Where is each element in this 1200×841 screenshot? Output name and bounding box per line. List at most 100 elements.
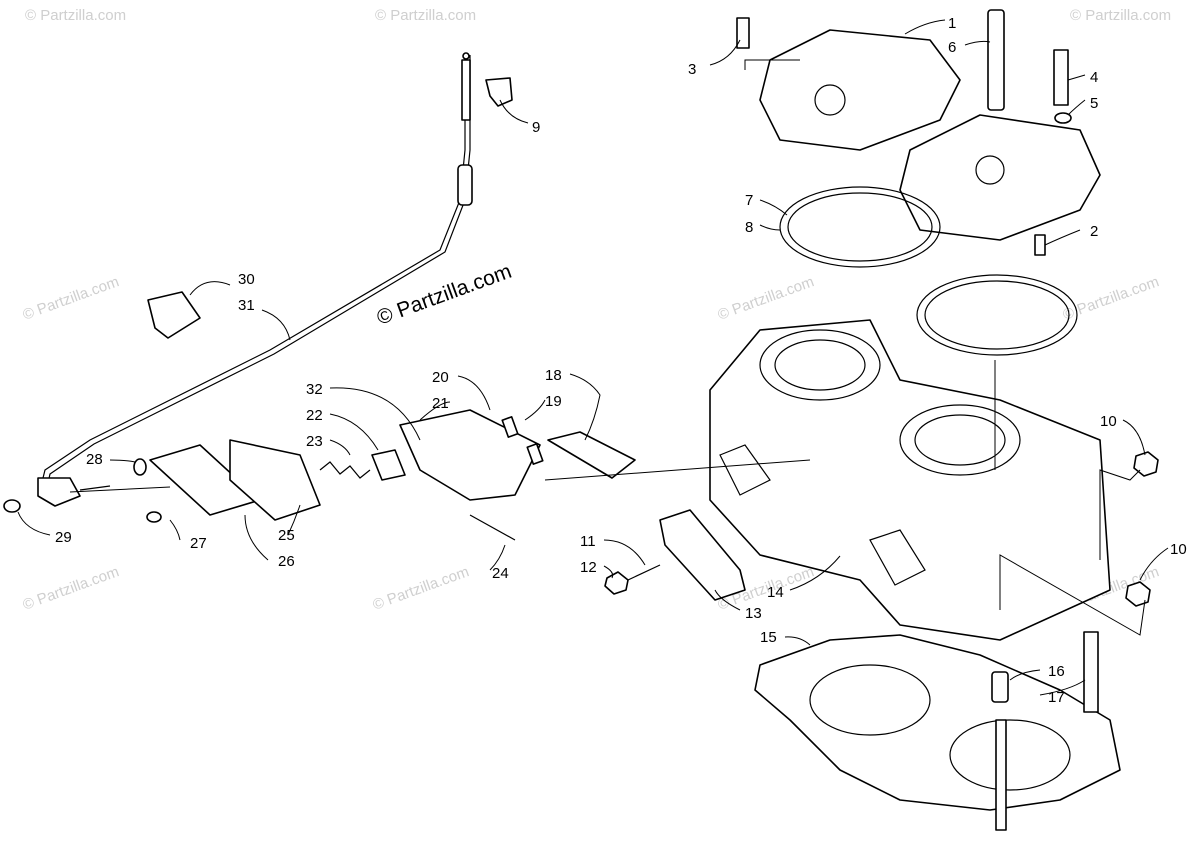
dowel-pin-icon [1034,234,1046,256]
callout-9: 9 [532,119,540,136]
callout-1: 1 [948,15,956,32]
callout-6: 6 [948,39,956,56]
flange-nut-icon [604,571,629,595]
watermark-text: © Partzilla.com [371,563,472,614]
callout-28: 28 [86,451,103,468]
washer-icon [1054,112,1072,124]
cylinder-head-icon [899,114,1101,241]
screw-shaft [79,485,111,491]
cylinder-head-icon [759,29,961,151]
callout-12: 12 [580,559,597,576]
callout-13: 13 [745,605,762,622]
callout-30: 30 [238,271,255,288]
long-bolt-icon [469,514,516,541]
cylinder-bore-inner [914,414,1006,466]
head-gaskets [779,186,1078,356]
valve-housing-group [146,439,321,523]
block-fasteners [604,451,1159,607]
watermark-text: © Partzilla.com [21,273,122,324]
washer-icon [133,458,147,476]
callout-5: 5 [1090,95,1098,112]
nut-icon [1125,581,1151,607]
bolt-icon [736,17,750,49]
screw-icon [627,564,661,581]
callout-3: 3 [688,61,696,78]
callout-27: 27 [190,535,207,552]
leader-lines [17,19,1169,696]
cable-adjuster [457,164,473,206]
exhaust-port [719,444,771,496]
dowel-pin-icon [501,416,519,438]
watermark-main: © Partzilla.com [374,260,515,330]
base-gasket-icon [754,634,1121,811]
cable-tip [462,52,470,60]
callout-10: 10 [1170,541,1187,558]
head-gasket-inner [924,280,1070,350]
callout-24: 24 [492,565,509,582]
base-gasket-group [754,631,1121,831]
watermark-text: © Partzilla.com [1070,7,1171,24]
callout-2: 2 [1090,223,1098,240]
callout-20: 20 [432,369,449,386]
assembly-line [999,554,1146,636]
bolt-icon [1053,49,1069,106]
base-gasket-bore [949,719,1071,791]
callout-14: 14 [767,584,784,601]
cylinder-bore-inner [774,339,866,391]
exhaust-port [869,529,926,586]
callout-8: 8 [745,219,753,236]
callout-11: 11 [580,533,596,550]
cable-end [461,59,471,121]
head-port [975,155,1005,185]
callout-29: 29 [55,529,72,546]
base-gasket-bore [809,664,931,736]
cylinder-block [709,319,1111,641]
valve-piston-icon [371,449,406,481]
cylinder-bore [759,329,881,401]
dowel-pin-icon [526,443,544,465]
assembly-line [744,59,800,70]
callout-19: 19 [545,393,562,410]
dowel-icon [991,671,1009,703]
valve-gasket-icon [229,439,321,521]
head-gasket-icon [779,186,941,268]
fasteners-top [736,9,1072,256]
callout-labels: 1 2 3 4 5 6 7 8 9 10 10 11 12 13 14 15 1… [55,15,1187,706]
callout-4: 4 [1090,69,1098,86]
cable-clip-icon [485,77,513,107]
watermark-text: © Partzilla.com [375,7,476,24]
head-gasket-icon [916,274,1078,356]
callout-22: 22 [306,407,323,424]
callout-31: 31 [238,297,255,314]
watermark-text: © Partzilla.com [25,7,126,24]
valve-cover-icon [399,409,541,501]
assembly-lines [69,59,1146,636]
callout-16: 16 [1048,663,1065,680]
assembly-line [544,459,811,481]
callout-17: 17 [1048,689,1065,706]
callout-32: 32 [306,381,323,398]
callout-15: 15 [760,629,777,646]
head-gasket-inner [787,192,933,262]
callout-18: 18 [545,367,562,384]
assembly-line [69,486,171,493]
watermark-text: © Partzilla.com [21,563,122,614]
stud-icon [995,719,1007,831]
callout-10: 10 [1100,413,1117,430]
callout-23: 23 [306,433,323,450]
bolt-head-icon [146,511,162,523]
callout-7: 7 [745,192,753,209]
spring-icon [319,461,371,479]
watermark-text: © Partzilla.com [716,273,817,324]
cable-bracket-icon [37,477,81,507]
cylinder-bore [899,404,1021,476]
throttle-cable [39,52,473,493]
cable-clamp-icon [147,291,201,339]
callout-25: 25 [278,527,295,544]
callout-21: 21 [432,395,449,412]
watermark-text: © Partzilla.com [1061,273,1162,324]
stud-icon [1083,631,1099,713]
assembly-line [1099,469,1141,560]
